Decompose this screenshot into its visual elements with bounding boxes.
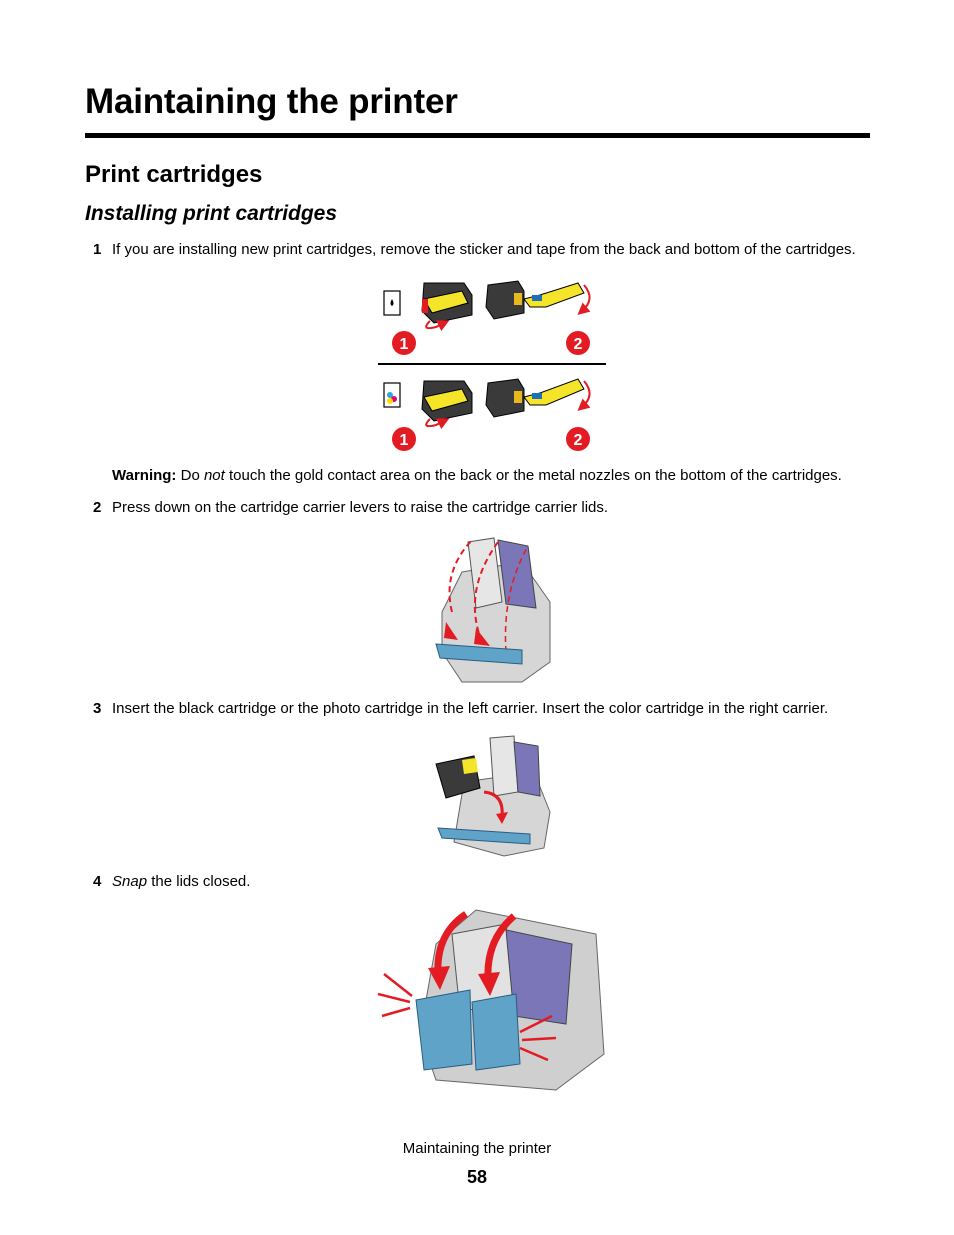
page-title: Maintaining the printer	[85, 82, 458, 121]
cartridge-tape-icon	[485, 378, 585, 418]
cartridge-sticker-icon	[421, 380, 473, 422]
subsection-heading: Installing print cartridges	[85, 202, 338, 225]
callout-1-bottom: 1	[392, 427, 416, 451]
warning-label: Warning:	[112, 467, 177, 484]
svg-text:2: 2	[574, 336, 583, 353]
cartridge-tape-icon	[485, 280, 585, 320]
remove-tape-illustration: 1 2 1 2	[378, 280, 606, 451]
svg-text:2: 2	[574, 432, 583, 449]
section-heading: Print cartridges	[85, 161, 263, 188]
warning-text-pre: Do	[176, 467, 204, 484]
svg-text:1: 1	[400, 432, 409, 449]
color-cartridge-icon	[383, 382, 401, 408]
step-emphasis: Snap	[112, 873, 148, 890]
insert-cartridges-illustration	[435, 735, 551, 857]
step-text: Snap the lids closed.	[112, 873, 251, 890]
step-number: 2	[93, 499, 102, 516]
callout-1-top: 1	[392, 331, 416, 355]
page-number: 58	[466, 1167, 488, 1187]
callout-2-top: 2	[566, 331, 590, 355]
warning-emphasis: not	[203, 467, 225, 484]
callout-2-bottom: 2	[566, 427, 590, 451]
snap-lids-closed-illustration	[377, 909, 605, 1091]
warning-note: Warning: Do not touch the gold contact a…	[112, 467, 842, 484]
step-number: 1	[93, 241, 102, 258]
svg-text:1: 1	[400, 336, 409, 353]
cartridge-sticker-icon	[421, 282, 473, 324]
raise-carrier-lids-illustration	[435, 537, 551, 683]
warning-text-post: touch the gold contact area on the back …	[224, 467, 842, 484]
step-text: Press down on the cartridge carrier leve…	[112, 499, 609, 516]
step-number: 4	[93, 873, 102, 890]
step-number: 3	[93, 700, 102, 717]
step-text: Insert the black cartridge or the photo …	[112, 700, 829, 717]
step-text: If you are installing new print cartridg…	[112, 241, 856, 258]
footer-title: Maintaining the printer	[402, 1140, 552, 1157]
title-rule	[85, 133, 870, 138]
black-cartridge-icon	[383, 290, 401, 316]
